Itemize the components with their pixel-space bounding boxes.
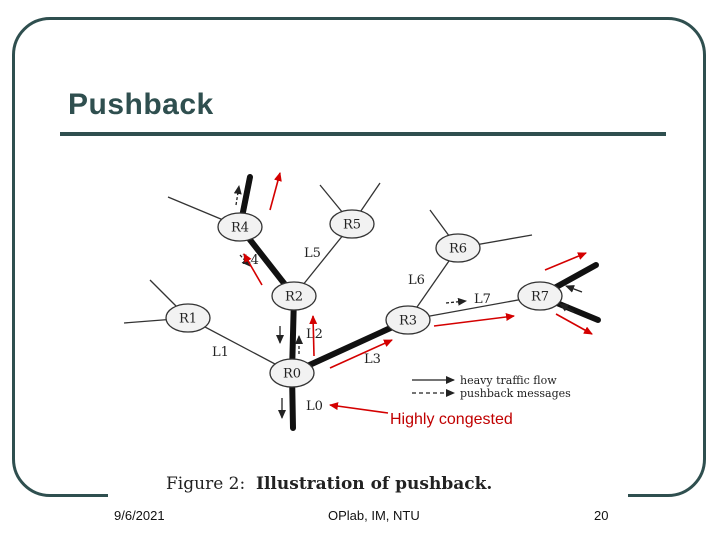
red-arrow-l7 xyxy=(433,313,515,327)
red-arrow-r7-upper xyxy=(544,252,587,271)
red-arrow-l2 xyxy=(309,315,318,357)
link-label-l0: L0 xyxy=(306,399,323,414)
node-label-r5: R5 xyxy=(343,218,361,233)
node-r5 xyxy=(329,209,375,239)
node-r7 xyxy=(517,281,563,311)
figure-caption-prefix: Figure 2: xyxy=(166,474,246,494)
link-label-l6: L6 xyxy=(408,273,425,288)
link-label-l2: L2 xyxy=(306,327,323,342)
red-arrow-l4 xyxy=(243,253,263,286)
pushback-arrow-r4 xyxy=(233,185,242,206)
figure-caption: Figure 2: Illustration of pushback. xyxy=(108,466,628,506)
figure-caption-body: Illustration of pushback. xyxy=(256,474,493,494)
figure-caption-text: Figure 2: Illustration of pushback. xyxy=(166,474,492,494)
node-label-r2: R2 xyxy=(285,290,303,305)
title-underline xyxy=(60,132,666,136)
edge-l7 xyxy=(407,295,541,321)
flow-arrow-r7-upper xyxy=(565,285,583,293)
node-r3 xyxy=(385,305,431,335)
red-arrow-r4-up xyxy=(269,172,282,211)
node-label-r0: R0 xyxy=(283,367,301,382)
node-label-r7: R7 xyxy=(531,290,549,305)
node-r1 xyxy=(165,303,211,333)
pushback-arrow-l7 xyxy=(445,297,467,306)
legend-dashed-label: pushback messages xyxy=(460,387,571,400)
footer-page-number: 20 xyxy=(594,508,609,523)
red-arrow-congested xyxy=(329,402,389,414)
node-r0 xyxy=(269,358,315,388)
footer-date: 9/6/2021 xyxy=(114,508,165,523)
link-label-l5: L5 xyxy=(304,246,321,261)
node-label-r4: R4 xyxy=(231,221,249,236)
node-r4 xyxy=(217,212,263,242)
congested-annotation: Highly congested xyxy=(390,411,513,428)
node-label-r3: R3 xyxy=(399,314,417,329)
red-arrow-r7-lower xyxy=(555,313,593,335)
footer-organization: OPlab, IM, NTU xyxy=(328,508,420,523)
legend-solid-label: heavy traffic flow xyxy=(460,374,557,387)
node-label-r1: R1 xyxy=(179,312,197,327)
flow-arrow-r7-lower xyxy=(559,303,575,313)
node-label-r6: R6 xyxy=(449,242,467,257)
link-label-l7: L7 xyxy=(474,292,491,307)
node-r6 xyxy=(435,233,481,263)
red-arrow-l3 xyxy=(329,339,393,369)
node-r2 xyxy=(271,281,317,311)
slide-title: Pushback xyxy=(68,88,214,121)
edge-l3 xyxy=(289,317,411,376)
link-label-l1: L1 xyxy=(212,345,229,360)
legend: heavy traffic flow pushback messages xyxy=(412,374,571,400)
link-label-l3: L3 xyxy=(364,352,381,367)
